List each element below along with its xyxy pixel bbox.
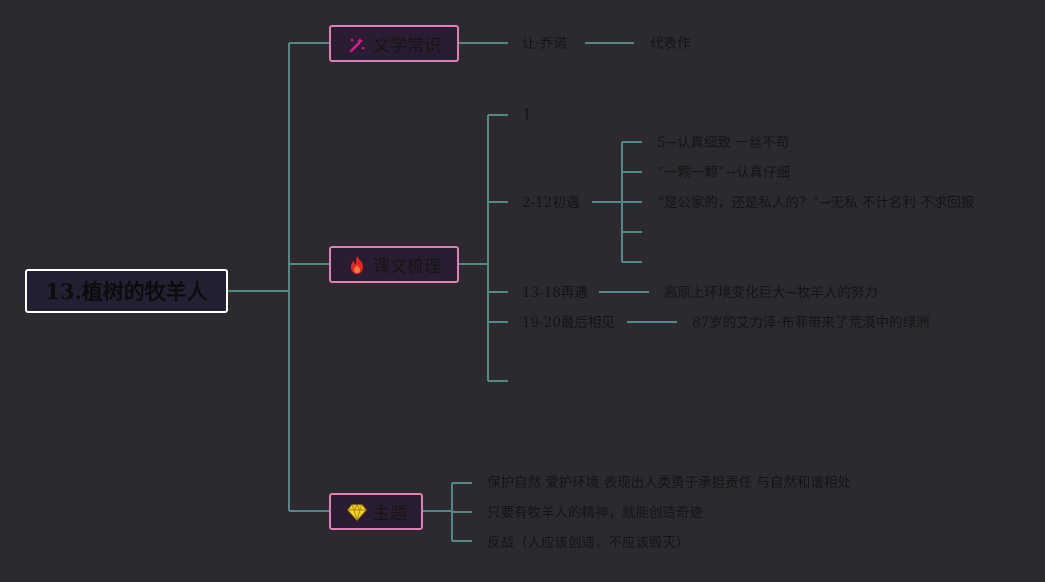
node-theme-item[interactable]: 反战（人应该创造，不应该毁灭） bbox=[487, 535, 690, 551]
branch-theme[interactable]: 主题 bbox=[329, 493, 423, 530]
branch-text-outline[interactable]: 课文梳理 bbox=[329, 246, 459, 283]
node-theme-item[interactable]: 保护自然 爱护环境 表现出人类勇于承担责任 与自然和谐相处 bbox=[487, 475, 851, 491]
root-title: 13.植树的牧羊人 bbox=[45, 279, 208, 304]
branch-literature[interactable]: 文学常识 bbox=[329, 25, 459, 62]
node-works[interactable]: 代表作 bbox=[650, 36, 691, 52]
node-second-meet[interactable]: 13-18再遇 bbox=[522, 285, 588, 301]
node-first-meet-item[interactable]: “一颗一颗”→认真仔细 bbox=[657, 165, 791, 181]
node-last-meet[interactable]: 19-20最后相见 bbox=[522, 315, 615, 331]
branch-text-outline-label: 课文梳理 bbox=[373, 257, 441, 277]
node-first-meet[interactable]: 2-12初遇 bbox=[522, 195, 580, 211]
branch-literature-label: 文学常识 bbox=[373, 36, 441, 56]
fire-icon bbox=[347, 255, 367, 275]
node-first-meet-item[interactable]: “是公家的，还是私人的？”→无私 不计名利 不求回报 bbox=[657, 195, 975, 211]
node-first-meet-item[interactable]: 5→认真细致 一丝不苟 bbox=[657, 135, 790, 151]
node-second-meet-item[interactable]: 高原上环境变化巨大→牧羊人的努力 bbox=[664, 285, 878, 301]
sparkle-wand-icon bbox=[347, 34, 367, 54]
diamond-icon bbox=[347, 502, 367, 522]
node-last-meet-item[interactable]: 87岁的艾力泽·布菲带来了荒漠中的绿洲 bbox=[692, 315, 930, 331]
branch-theme-label: 主题 bbox=[373, 504, 407, 524]
node-author[interactable]: 让·乔诺 bbox=[522, 36, 567, 52]
node-paragraph-1[interactable]: 1 bbox=[523, 107, 532, 123]
root-topic[interactable]: 13.植树的牧羊人 bbox=[25, 269, 228, 313]
node-theme-item[interactable]: 只要有牧羊人的精神，就能创造奇迹 bbox=[487, 505, 703, 521]
